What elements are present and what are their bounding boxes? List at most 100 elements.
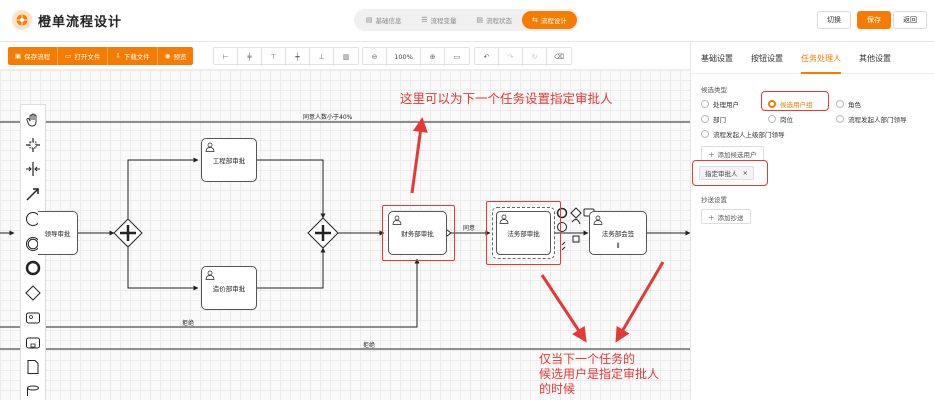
connect-tool-icon [571, 218, 581, 225]
radio-post[interactable]: 岗位 [768, 114, 793, 124]
highlight-candidate-group [761, 91, 829, 111]
task-legal-countersign[interactable]: 法务部会签 ⦀ [589, 211, 647, 255]
save-icon: ▣ [15, 52, 22, 60]
radio-handler-user[interactable]: 处理用户 [701, 99, 739, 109]
history-actions: ↶ ↷ ↻ ⌫ [474, 47, 572, 66]
panel-tabs: 基础设置 按钮设置 任务处理人 其他设置 [691, 42, 934, 74]
zoom-out-icon[interactable]: ⊖ [363, 48, 387, 66]
radio-initiator-dept-lead[interactable]: 流程发起人部门领导 [836, 114, 907, 124]
step-basic-info[interactable]: ▤基础信息 [365, 16, 402, 25]
annotation-bottom: 仅当下一个任务的 候选用户是指定审批人 的时候 [539, 352, 660, 396]
save-flow-button[interactable]: ▣保存流程 [8, 47, 59, 65]
zoom-level[interactable]: 100% [387, 48, 421, 66]
plus-icon: ＋ [708, 213, 715, 222]
app-title: 橙单流程设计 [38, 15, 123, 30]
reject-label-2: 拒绝 [363, 342, 376, 349]
gateway-icon[interactable] [22, 282, 44, 304]
flow-reject-loop[interactable] [0, 258, 420, 328]
flow-engineering-merge[interactable] [257, 159, 326, 219]
task-legal-inner [496, 211, 551, 255]
candidate-type-label: 候选类型 [701, 86, 727, 94]
intermediate-event-icon [557, 222, 567, 232]
align-center-icon[interactable]: ╪ [238, 48, 262, 66]
align-bottom-icon[interactable]: ⊥ [310, 48, 334, 66]
gateway-tool-icon [570, 207, 582, 219]
tab-task-assignee[interactable]: 任务处理人 [801, 42, 841, 74]
context-pad[interactable] [556, 207, 595, 251]
highlight-legal [486, 201, 561, 265]
parallel-gateway-2[interactable] [307, 217, 339, 249]
preview-button[interactable]: ◉预览 [157, 47, 194, 65]
switch-button[interactable]: 切换 [817, 11, 851, 29]
fit-screen-icon[interactable]: ▭ [453, 53, 461, 61]
connect-tool-icon[interactable] [22, 183, 44, 205]
eye-icon: ◉ [164, 52, 171, 60]
end-event-icon[interactable] [22, 258, 44, 280]
open-file-button[interactable]: ▭打开文件 [58, 47, 109, 65]
user-icon [205, 142, 215, 152]
lasso-tool-icon[interactable] [22, 134, 44, 156]
back-button[interactable]: 返回 [893, 11, 927, 29]
user-icon [392, 215, 402, 225]
align-left-icon[interactable]: ⊢ [214, 48, 238, 66]
clear-icon[interactable]: ⌫ [554, 53, 564, 61]
task-cost-approval[interactable]: 造价部审批 [201, 266, 257, 310]
radio-initiator-upper-dept-lead[interactable]: 流程发起人上级部门领导 [701, 129, 785, 139]
task-leader-approval[interactable]: 领导审批 [38, 211, 78, 255]
align-distribute-icon[interactable]: ▥ [342, 53, 350, 61]
add-cc-button[interactable]: ＋添加抄送 [701, 209, 751, 224]
flow-to-engineering[interactable] [127, 157, 199, 219]
task-legal-approval-selected[interactable]: 法务部审批 [492, 207, 555, 259]
assignee-tag[interactable]: 指定审批人× [699, 166, 754, 180]
save-button[interactable]: 保存 [857, 11, 891, 29]
task-engineering-approval[interactable]: 工程部审批 [201, 138, 257, 182]
undo-icon[interactable]: ↶ [475, 48, 499, 66]
subprocess-icon[interactable] [22, 332, 44, 354]
hand-tool-icon[interactable] [22, 109, 44, 131]
zoom-in-icon[interactable]: ⊕ [421, 48, 445, 66]
parallel-gateway-1[interactable] [113, 218, 143, 248]
align-actions: ⊢ ╪ ⊤ ┿ ⊥ ▥ [213, 47, 359, 66]
annotation-arrow-left [540, 274, 587, 343]
space-tool-icon[interactable] [22, 159, 44, 181]
tab-other-settings[interactable]: 其他设置 [859, 53, 891, 63]
align-middle-icon[interactable]: ┿ [286, 48, 310, 66]
highlight-finance [382, 205, 455, 261]
bpmn-canvas[interactable]: 领导审批 工程部审批 造价部审批 财务部审批 法务部审批 法务部会签 ⦀ 同意人… [0, 70, 690, 400]
radio-candidate-group[interactable]: 候选用户组 [768, 99, 813, 109]
lane-top-label: 同意人数小于40% [303, 114, 353, 121]
step-flow-variables[interactable]: ☰流程变量 [421, 16, 457, 25]
align-top-icon[interactable]: ⊤ [262, 48, 286, 66]
close-icon[interactable]: × [742, 169, 748, 177]
data-store-icon[interactable] [22, 381, 44, 400]
flow-cost-merge[interactable] [257, 247, 326, 289]
designer-toolbar: ▣保存流程 ▭打开文件 ⇩下载文件 ◉预览 ⊢ ╪ ⊤ ┿ ⊥ ▥ ⊖ 100%… [0, 42, 690, 70]
download-file-button[interactable]: ⇩下载文件 [108, 47, 158, 65]
radio-department[interactable]: 部门 [701, 114, 726, 124]
tab-basic-settings[interactable]: 基础设置 [701, 53, 733, 63]
task-finance-approval[interactable]: 财务部审批 [388, 211, 447, 255]
reject-label: 拒绝 [182, 320, 195, 327]
download-icon: ⇩ [115, 52, 121, 60]
highlight-assignee-tag [692, 160, 768, 186]
step-flow-status[interactable]: ▤流程状态 [476, 16, 512, 25]
flow-to-cost[interactable] [127, 247, 199, 291]
zoom-actions: ⊖ 100% ⊕ ▭ [362, 47, 470, 66]
orange-logo-icon [16, 14, 28, 26]
add-candidate-button[interactable]: ＋添加候选用户 [701, 146, 764, 161]
user-task-icon[interactable] [22, 307, 44, 329]
annotation-arrow-up [410, 117, 428, 194]
flow-icon: ⇆ [531, 16, 538, 24]
restore-icon[interactable]: ↻ [523, 48, 547, 66]
step-flow-design[interactable]: ⇆流程设计 [521, 11, 577, 29]
properties-panel: 基础设置 按钮设置 任务处理人 其他设置 候选类型 处理用户 候选用户组 角色 … [690, 42, 934, 400]
data-object-icon[interactable] [22, 357, 44, 379]
tab-button-settings[interactable]: 按钮设置 [751, 53, 783, 63]
step-bar: ▤基础信息 ☰流程变量 ▤流程状态 ⇆流程设计 [354, 9, 579, 31]
file-actions: ▣保存流程 ▭打开文件 ⇩下载文件 ◉预览 [8, 47, 194, 65]
end-event-icon [556, 207, 568, 219]
annotation-arrow-right [615, 261, 665, 343]
list-icon: ☰ [421, 16, 428, 24]
redo-icon[interactable]: ↷ [499, 48, 523, 66]
radio-role[interactable]: 角色 [836, 99, 861, 109]
